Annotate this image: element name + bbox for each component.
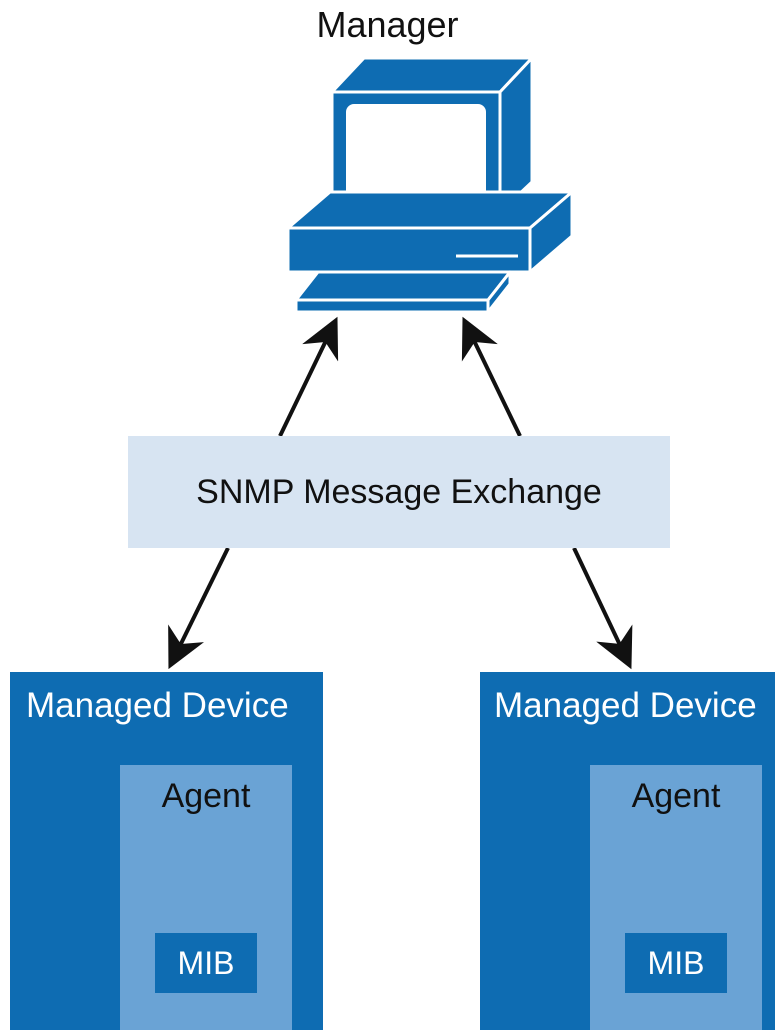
snmp-message-exchange-label: SNMP Message Exchange [196, 472, 602, 511]
arrow-exchange-to-device-left [168, 547, 230, 670]
mib-label: MIB [177, 944, 235, 981]
manager-label: Manager [316, 4, 459, 45]
agent-box: Agent MIB [120, 765, 292, 1030]
mib-box: MIB [625, 933, 727, 993]
arrow-exchange-to-manager-right [461, 316, 522, 437]
arrow-exchange-to-manager-left [278, 316, 339, 437]
managed-device-left: Managed Device Agent MIB [10, 672, 323, 1030]
managed-device-title: Managed Device [494, 686, 757, 725]
managed-device-title: Managed Device [26, 686, 289, 725]
agent-label: Agent [631, 777, 721, 815]
computer-icon [286, 56, 574, 314]
arrow-exchange-to-device-right [572, 547, 633, 670]
agent-label: Agent [161, 777, 251, 815]
managed-device-right: Managed Device Agent MIB [480, 672, 775, 1030]
mib-box: MIB [155, 933, 257, 993]
agent-box: Agent MIB [590, 765, 762, 1030]
snmp-message-exchange-box: SNMP Message Exchange [128, 436, 670, 548]
mib-label: MIB [647, 944, 705, 981]
